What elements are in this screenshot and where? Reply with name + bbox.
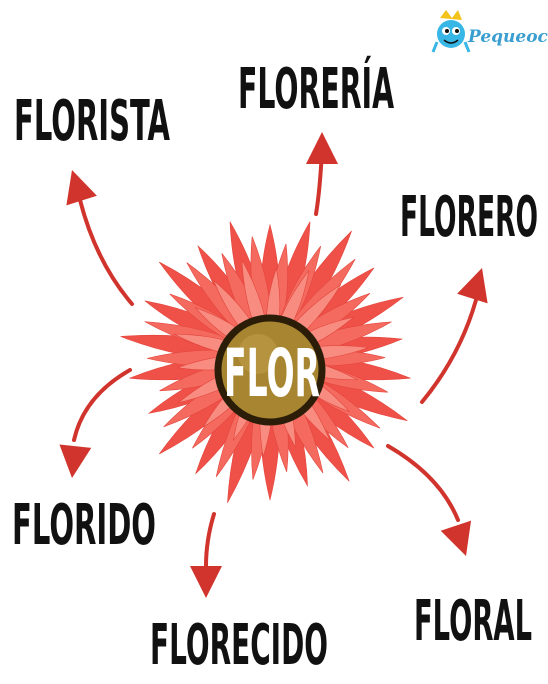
arrow-floreria-head: [306, 132, 338, 164]
word-floreria: FLORERÍA: [238, 56, 394, 122]
arrow-florero-head: [457, 268, 488, 304]
logo-text: Pequeocio: [467, 27, 548, 47]
word-florero: FLORERO: [400, 185, 538, 250]
center-word: FLOR: [224, 335, 320, 412]
arrow-florecido-head: [190, 566, 222, 598]
arrow-florero: [420, 298, 478, 404]
arrow-florecido: [204, 512, 216, 568]
arrow-floral-head: [440, 520, 472, 556]
arrows-group: [59, 132, 488, 598]
arrow-florista: [78, 198, 134, 306]
word-floral: FLORAL: [414, 589, 532, 654]
word-florecido: FLORECIDO: [150, 613, 328, 678]
arrow-florido-head: [59, 444, 92, 478]
arrow-floral: [386, 444, 460, 522]
monster-mascot-icon: [431, 10, 471, 53]
flower-icon: FLOR: [120, 221, 411, 503]
logo: Pequeocio: [431, 10, 548, 53]
arrow-florista-head: [66, 170, 97, 206]
word-florista: FLORISTA: [14, 89, 170, 154]
word-florido: FLORIDO: [12, 493, 156, 558]
arrow-florido: [72, 368, 132, 442]
